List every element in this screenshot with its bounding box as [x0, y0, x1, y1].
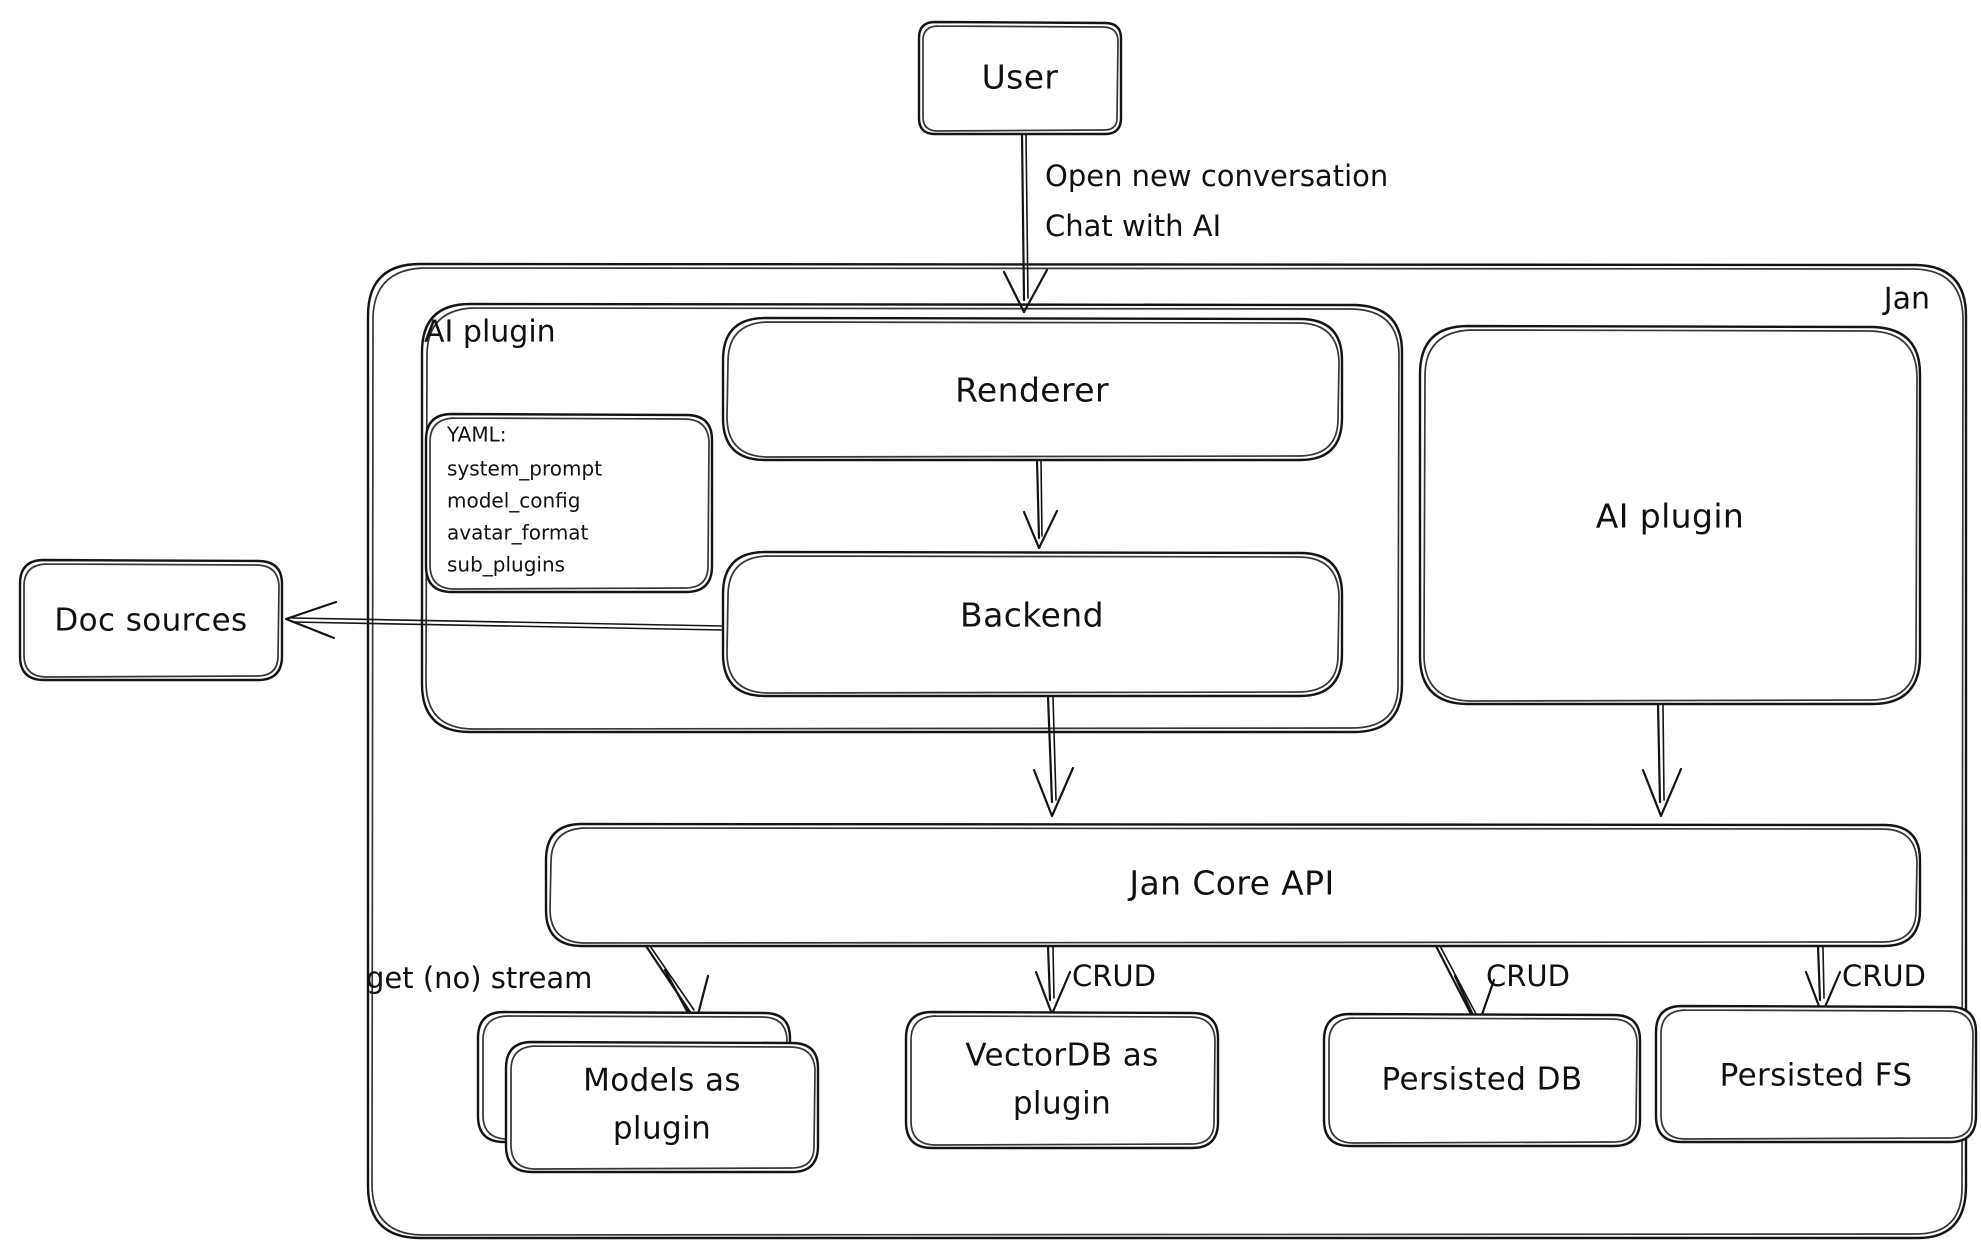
node-persisted-db-label: Persisted DB	[1381, 1062, 1582, 1098]
node-models-as-plugin[interactable]: Models as plugin	[476, 1010, 820, 1174]
edge-label-get-no-stream: get (no) stream	[366, 961, 592, 995]
node-renderer-label: Renderer	[955, 371, 1109, 410]
edge-renderer-to-backend	[1022, 458, 1059, 550]
node-doc-sources-label: Doc sources	[54, 603, 247, 639]
edge-label-crud-persisted-fs: CRUD	[1842, 959, 1926, 993]
node-persisted-db[interactable]: Persisted DB	[1322, 1012, 1642, 1148]
node-jan-core-api[interactable]: Jan Core API	[544, 822, 1922, 948]
node-user[interactable]: User	[917, 20, 1123, 136]
edge-user-to-renderer: Open new conversation Chat with AI	[1002, 132, 1388, 314]
node-doc-sources[interactable]: Doc sources	[18, 558, 284, 682]
node-vectordb-as-plugin[interactable]: VectorDB as plugin	[904, 1010, 1220, 1150]
node-models-as-plugin-label-line2: plugin	[613, 1111, 711, 1147]
edge-backend-to-doc-sources	[284, 600, 724, 640]
yaml-key-sub-plugins: sub_plugins	[447, 553, 565, 577]
edge-ai-plugin-to-jan-core-api	[1641, 702, 1683, 818]
node-vectordb-as-plugin-label-line1: VectorDB as	[965, 1038, 1158, 1074]
container-jan-label: Jan	[1882, 282, 1930, 317]
yaml-config-card[interactable]: YAML: system_prompt model_config avatar_…	[424, 412, 714, 594]
node-renderer[interactable]: Renderer	[721, 316, 1344, 462]
node-user-label: User	[982, 58, 1059, 97]
edge-jan-core-api-to-models: get (no) stream	[366, 944, 710, 1028]
yaml-key-system-prompt: system_prompt	[447, 457, 602, 481]
node-jan-core-api-label: Jan Core API	[1127, 864, 1334, 903]
edge-jan-core-api-to-persisted-db: CRUD	[1434, 944, 1570, 1028]
node-models-as-plugin-label-line1: Models as	[583, 1063, 741, 1099]
node-ai-plugin-box-label: AI plugin	[1596, 497, 1744, 536]
edge-user-to-renderer-label-line1: Open new conversation	[1045, 159, 1388, 193]
edge-backend-to-jan-core-api	[1032, 694, 1075, 818]
node-ai-plugin-box[interactable]: AI plugin	[1418, 324, 1922, 706]
node-persisted-fs[interactable]: Persisted FS	[1654, 1004, 1978, 1144]
yaml-key-avatar-format: avatar_format	[447, 521, 589, 545]
container-ai-plugin-group-label: AI plugin	[424, 315, 556, 350]
node-backend-label: Backend	[960, 596, 1104, 635]
edge-user-to-renderer-label-line2: Chat with AI	[1045, 209, 1221, 243]
edge-jan-core-api-to-vectordb: CRUD	[1034, 944, 1156, 1016]
edge-jan-core-api-to-persisted-fs: CRUD	[1804, 944, 1926, 1016]
edge-label-crud-vectordb: CRUD	[1072, 959, 1156, 993]
edge-label-crud-persisted-db: CRUD	[1486, 959, 1570, 993]
node-vectordb-as-plugin-label-line2: plugin	[1013, 1086, 1111, 1122]
yaml-header: YAML:	[446, 423, 506, 447]
node-backend[interactable]: Backend	[721, 550, 1344, 698]
node-persisted-fs-label: Persisted FS	[1720, 1058, 1913, 1094]
yaml-key-model-config: model_config	[447, 489, 580, 513]
